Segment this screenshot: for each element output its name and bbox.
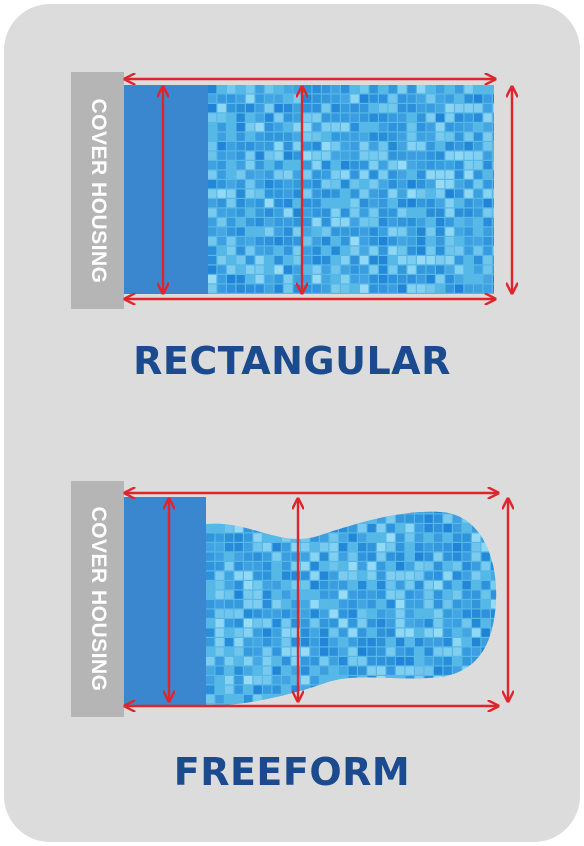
cover-strip [124,497,206,706]
rectangular-pool-diagram [0,60,584,320]
cover-housing-freeform: COVER HOUSING [71,481,124,717]
cover-strip [124,85,208,294]
cover-housing-rect: COVER HOUSING [71,72,124,309]
freeform-pool-diagram [0,480,584,720]
shape-title-rectangular: RECTANGULAR [133,339,451,383]
shape-title-freeform: FREEFORM [173,750,411,794]
